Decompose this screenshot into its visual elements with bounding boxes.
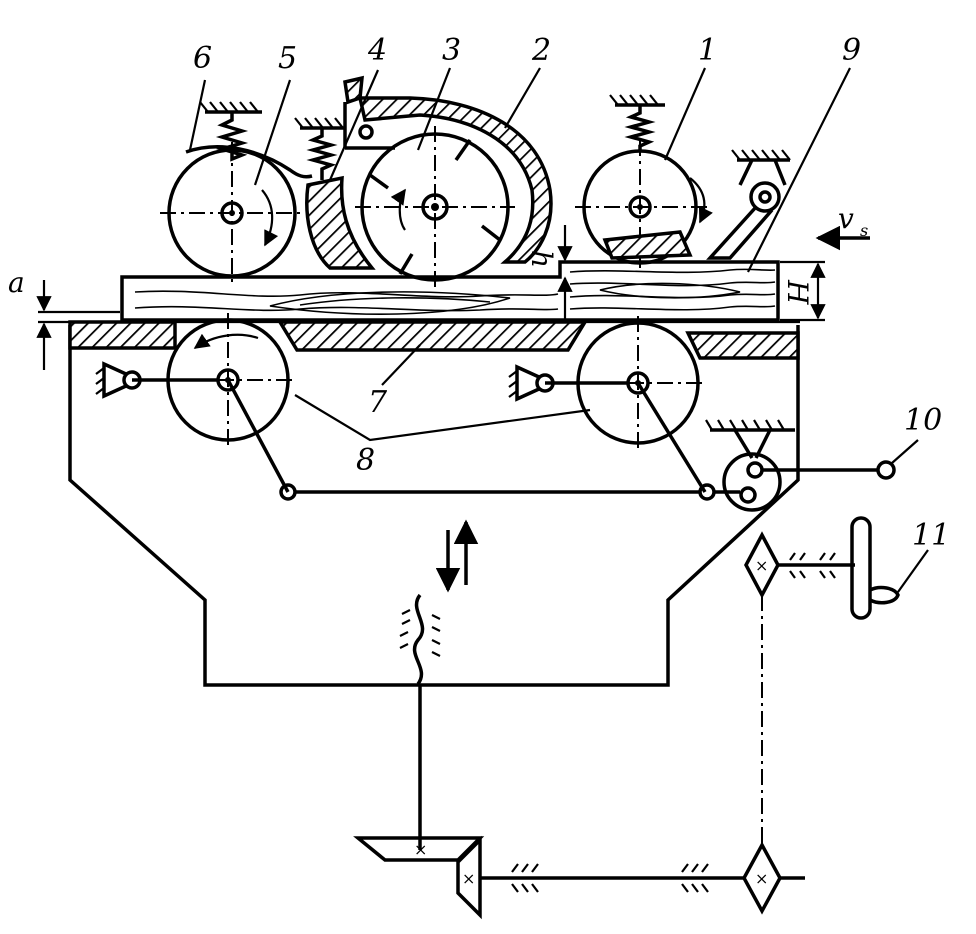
pivot-support-right — [508, 364, 555, 402]
leader-3 — [416, 67, 452, 151]
sprocket-bottom: × — [742, 841, 782, 915]
cutter-hood-2 — [343, 75, 553, 264]
leader-6 — [188, 79, 207, 151]
leader-5 — [253, 79, 292, 186]
label-2: 2 — [531, 33, 551, 68]
leader-7 — [381, 344, 421, 386]
pivot-support-left — [95, 361, 142, 399]
lifting-screw — [399, 593, 441, 845]
dim-label-H: H — [781, 279, 814, 305]
leader-11 — [897, 549, 929, 593]
label-11: 11 — [912, 518, 950, 553]
pressure-shoe-4 — [305, 175, 376, 270]
leader-2 — [504, 67, 541, 129]
label-3: 3 — [442, 33, 461, 68]
lever-linkage — [226, 379, 740, 501]
velocity-label-v: v — [838, 202, 854, 235]
leader-1 — [663, 67, 707, 161]
sprocket-top: × — [744, 531, 855, 599]
label-7: 7 — [368, 385, 388, 420]
table-plate-left — [68, 320, 177, 350]
leader-4 — [328, 69, 380, 181]
dim-H — [780, 260, 826, 322]
table-plate-right — [685, 331, 800, 360]
handwheel-11 — [850, 516, 900, 620]
leader-8 — [294, 394, 591, 442]
cutter-head-3 — [355, 126, 515, 290]
label-4: 4 — [367, 33, 387, 68]
dim-label-a: a — [8, 266, 25, 299]
anti-kickback-pawl — [706, 149, 791, 260]
table-plate-middle-7 — [276, 320, 589, 352]
eccentric-10 — [705, 419, 896, 512]
spring-roller-1 — [609, 94, 665, 150]
dim-label-h: h — [525, 250, 558, 268]
feed-roller-6 — [160, 142, 304, 284]
bevel-gear-pair: × × — [353, 835, 805, 920]
svg-text:×: × — [414, 840, 427, 859]
feed-roller-1 — [575, 140, 713, 268]
label-10: 10 — [904, 403, 942, 438]
vertical-motion-arrows — [435, 519, 479, 593]
velocity-label-sub: s — [860, 221, 868, 240]
machine-frame — [68, 325, 800, 687]
spring-roller-6 — [199, 101, 262, 162]
label-5: 5 — [278, 41, 297, 76]
leader-9 — [747, 67, 851, 273]
label-8: 8 — [356, 443, 375, 478]
svg-text:×: × — [755, 556, 768, 575]
label-6: 6 — [193, 41, 212, 76]
workpiece-board — [120, 260, 780, 322]
spring-shoe-4 — [294, 117, 345, 180]
belt-line-6 — [185, 145, 313, 179]
svg-text:×: × — [462, 869, 475, 888]
label-1: 1 — [698, 33, 717, 68]
svg-text:×: × — [755, 869, 768, 888]
leader-10 — [891, 439, 919, 464]
label-9: 9 — [842, 33, 861, 68]
